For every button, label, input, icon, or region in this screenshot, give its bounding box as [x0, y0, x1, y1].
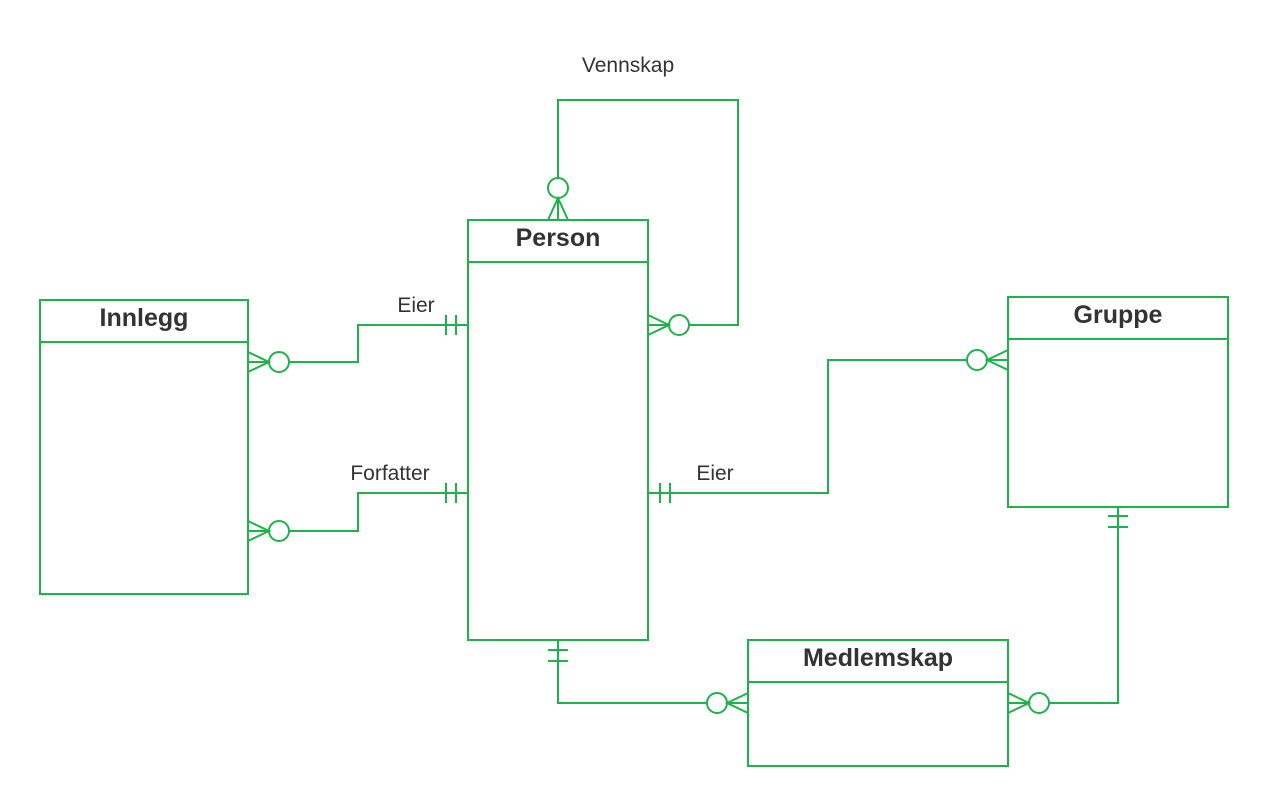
entity-innlegg[interactable]: Innlegg — [39, 299, 249, 595]
entity-title-person: Person — [516, 224, 601, 252]
relationship-gruppe-medlemskap[interactable] — [1007, 507, 1128, 714]
label-vennskap: Vennskap — [582, 54, 674, 77]
label-forfatter: Forfatter — [350, 462, 429, 485]
entity-title-innlegg: Innlegg — [100, 304, 189, 332]
relationship-vennskap[interactable] — [547, 99, 739, 336]
entity-title-medlemskap: Medlemskap — [803, 644, 953, 672]
relationship-eier-innlegg[interactable] — [247, 315, 468, 373]
relationship-person-medlemskap[interactable] — [548, 640, 749, 714]
entity-medlemskap[interactable]: Medlemskap — [747, 639, 1009, 767]
label-eier-innlegg: Eier — [397, 294, 434, 317]
relationship-forfatter[interactable] — [247, 483, 468, 542]
entity-person[interactable]: Person — [467, 219, 649, 641]
entity-gruppe[interactable]: Gruppe — [1007, 296, 1229, 508]
entity-title-gruppe: Gruppe — [1074, 301, 1163, 329]
label-eier-gruppe: Eier — [696, 462, 733, 485]
relationship-eier-gruppe[interactable] — [648, 349, 1009, 503]
